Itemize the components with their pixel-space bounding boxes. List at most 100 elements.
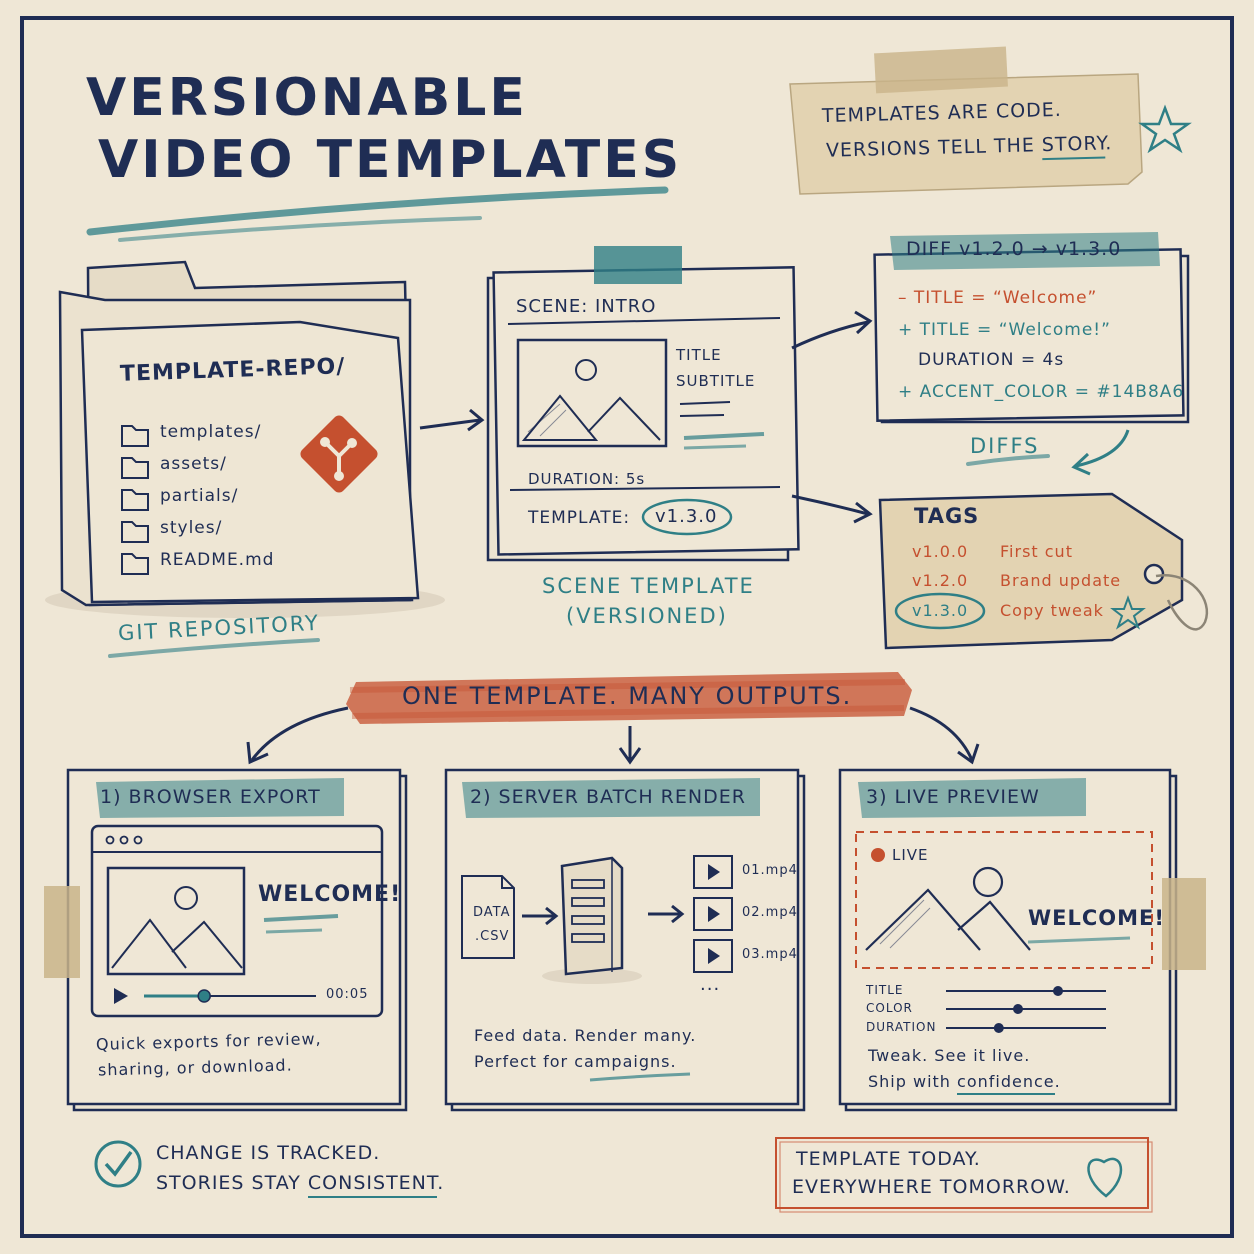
panel-server-title: 2) SERVER BATCH RENDER <box>470 786 746 808</box>
arrow-icon <box>419 418 481 430</box>
tag-label: Copy tweak <box>1000 601 1104 620</box>
tag-label: First cut <box>1000 542 1073 561</box>
panel-live-frame <box>838 768 1206 1112</box>
scene-caption-line1: SCENE TEMPLATE <box>542 574 755 598</box>
diff-text: TITLE = “Welcome!” <box>919 320 1111 340</box>
slider-knob-title[interactable] <box>1053 986 1063 996</box>
tag-string <box>1155 573 1208 631</box>
arrow-icon <box>791 320 869 350</box>
repo-file-item[interactable]: README.md <box>160 550 275 570</box>
diff-line-removed: – TITLE = “Welcome” <box>898 290 1097 307</box>
footer-left-prefix: STORIES STAY <box>156 1172 308 1194</box>
scene-duration: DURATION: 5s <box>528 470 646 488</box>
check-icon <box>104 1150 133 1177</box>
output-file[interactable]: 02.mp4 <box>742 905 798 920</box>
arrow-icon <box>1075 429 1130 468</box>
slider-label: DURATION <box>866 1020 937 1034</box>
slider-knob-color[interactable] <box>1013 1004 1023 1014</box>
server-desc-suffix: . <box>670 1052 677 1071</box>
tag-card <box>878 492 1208 650</box>
banner-text: ONE TEMPLATE. MANY OUTPUTS. <box>402 682 853 710</box>
git-icon <box>300 415 378 493</box>
live-desc-emphasis: confidence <box>957 1072 1055 1095</box>
arrow-icon <box>791 494 869 516</box>
diff-mark: + <box>898 382 914 402</box>
output-more: ... <box>700 974 721 995</box>
diff-caption: DIFFS <box>970 434 1040 458</box>
image-placeholder-icon <box>516 338 668 448</box>
footer-note-box <box>775 1137 1149 1209</box>
record-icon <box>871 848 885 862</box>
tag-version-current[interactable]: v1.3.0 <box>912 601 969 620</box>
diff-header: DIFF v1.2.0 → v1.3.0 <box>906 238 1122 260</box>
diff-mark: + <box>898 320 914 340</box>
csv-file-icon <box>461 875 515 959</box>
scene-title-label: TITLE <box>676 346 722 364</box>
server-desc-prefix: Perfect for <box>474 1052 575 1071</box>
repo-file-item[interactable]: partials/ <box>160 486 239 506</box>
folder-icon <box>121 521 149 543</box>
diff-line-added: + TITLE = “Welcome!” <box>898 322 1111 339</box>
panel-server-frame <box>444 768 806 1112</box>
tag-label: Brand update <box>1000 571 1122 590</box>
diff-text: ACCENT_COLOR = #14B8A6 <box>919 382 1185 402</box>
footer-left-emphasis: CONSISTENT <box>307 1172 438 1198</box>
repo-file-item[interactable]: assets/ <box>160 454 227 474</box>
live-preview-frame <box>855 831 1153 969</box>
note-emphasis: STORY <box>1041 132 1106 161</box>
check-circle-icon <box>94 1140 142 1188</box>
output-file[interactable]: 01.mp4 <box>742 863 798 878</box>
footer-left-suffix: . <box>437 1172 445 1194</box>
tag-version[interactable]: v1.2.0 <box>912 571 969 590</box>
scene-template-label: TEMPLATE: <box>528 508 631 528</box>
slider-knob-duration[interactable] <box>993 1023 1004 1033</box>
folder-icon <box>121 489 149 511</box>
tape <box>874 46 1008 94</box>
panel-browser-title: 1) BROWSER EXPORT <box>100 786 321 808</box>
slider-tracks[interactable] <box>946 990 1106 1029</box>
live-desc-line1: Tweak. See it live. <box>868 1046 1031 1065</box>
output-file[interactable]: 03.mp4 <box>742 947 798 962</box>
live-label: LIVE <box>892 846 929 864</box>
arrow-icon <box>909 706 974 761</box>
play-icon[interactable] <box>114 988 128 1004</box>
live-welcome: WELCOME! <box>1028 906 1165 930</box>
footer-right-line1: TEMPLATE TODAY. <box>796 1148 981 1170</box>
tag-version[interactable]: v1.0.0 <box>912 542 969 561</box>
server-desc-emphasis: campaigns <box>574 1052 671 1071</box>
browser-window <box>90 824 384 1018</box>
arrow-icon <box>250 706 349 761</box>
file-folder-icons <box>121 425 149 575</box>
diff-text: TITLE = “Welcome” <box>913 288 1098 308</box>
browser-time: 00:05 <box>326 987 369 1002</box>
scene-version-badge[interactable]: v1.3.0 <box>655 506 718 527</box>
video-file-icons <box>693 855 733 973</box>
repo-file-item[interactable]: styles/ <box>160 518 223 538</box>
page-border <box>20 16 1234 1238</box>
note-card <box>789 46 1143 195</box>
diff-mark: – <box>898 288 908 308</box>
progress-knob[interactable] <box>197 989 211 1003</box>
heart-icon <box>1087 1157 1123 1198</box>
page-title-line2: VIDEO TEMPLATES <box>98 130 683 190</box>
diff-line-unchanged: DURATION = 4s <box>918 352 1064 369</box>
diff-card <box>873 232 1190 424</box>
folder-icon <box>121 457 149 479</box>
banner-brush <box>346 672 912 724</box>
note-line2: VERSIONS TELL THE STORY. <box>826 132 1113 161</box>
server-desc-line2: Perfect for campaigns. <box>474 1054 677 1070</box>
csv-label-line1: DATA <box>473 905 511 920</box>
footer-left-line2: STORIES STAY CONSISTENT. <box>156 1172 445 1198</box>
folder-icon <box>121 425 149 447</box>
repo-folder <box>45 260 445 618</box>
panel-browser-frame <box>44 768 408 1112</box>
note-line2-suffix: . <box>1104 132 1113 155</box>
repo-file-item[interactable]: templates/ <box>160 422 262 442</box>
scene-caption-line2: (VERSIONED) <box>566 604 728 628</box>
live-desc-prefix: Ship with <box>868 1072 958 1091</box>
csv-label-line2: .CSV <box>475 929 510 944</box>
scene-label: SCENE: INTRO <box>516 296 657 317</box>
browser-welcome: WELCOME! <box>258 882 402 907</box>
title-underline <box>86 186 669 236</box>
server-desc-line1: Feed data. Render many. <box>474 1026 697 1045</box>
